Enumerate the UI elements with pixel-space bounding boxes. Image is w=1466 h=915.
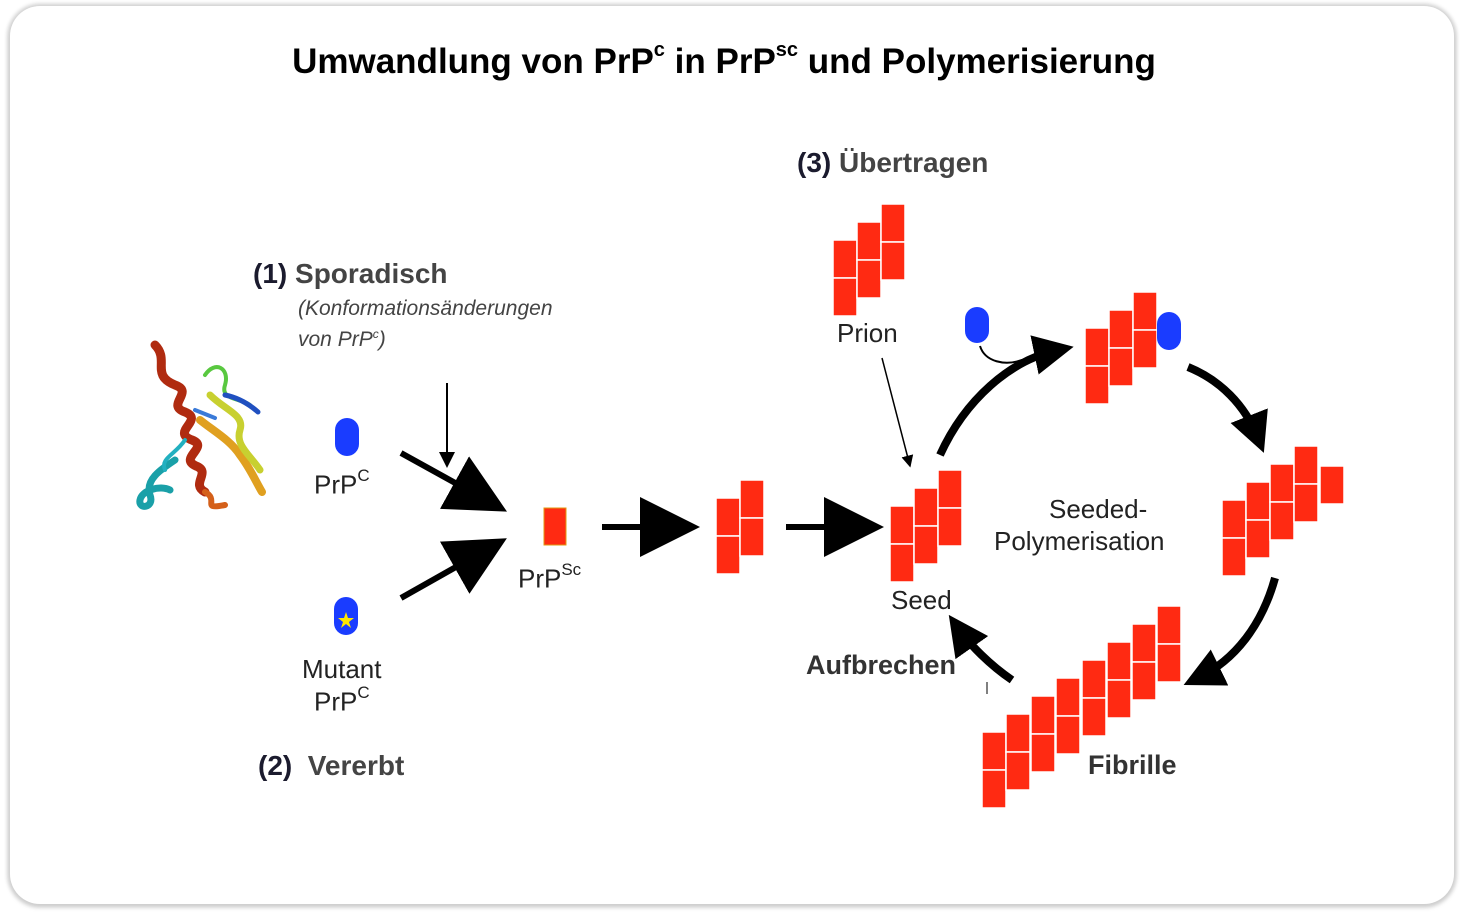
prpc-recruit-blob-icon	[965, 307, 989, 343]
seed-label: Seed	[891, 585, 952, 615]
prpsc-block-icon	[543, 507, 567, 546]
seeded-polymerisation-line1: Seeded-	[1049, 494, 1148, 524]
arrow-elongation-to-fibril	[1183, 576, 1279, 686]
sporadic-note-line2: von PrPc)	[298, 327, 386, 351]
prion-label: Prion	[837, 318, 898, 348]
sporadic-heading: (1) Sporadisch	[253, 258, 448, 289]
prpc-blob-icon	[335, 418, 359, 456]
elongated-aggregate-icon	[1221, 445, 1345, 577]
seeded-polymerisation-line2: Polymerisation	[994, 526, 1165, 556]
seed-aggregate-icon	[889, 469, 963, 583]
fibril-label: Fibrille	[1088, 750, 1177, 780]
inherited-heading: (2) Vererbt	[258, 750, 405, 781]
mutant-prpc-label: PrPC	[314, 683, 370, 717]
break-label: Aufbrechen	[806, 650, 957, 680]
growing-aggregate-icon	[1084, 291, 1158, 405]
arrow-prion-to-seed	[881, 357, 914, 468]
recruit-curve	[979, 345, 1023, 364]
prpc-label: PrPC	[314, 466, 370, 500]
mutant-prpc-blob-icon	[334, 597, 358, 635]
prpsc-label: PrPSc	[518, 560, 582, 594]
transmitted-heading: (3) Übertragen	[797, 147, 989, 178]
arrow-prpc-to-prpsc	[399, 450, 508, 512]
oligomer-icon	[715, 479, 765, 575]
arrow-fibril-break-to-seed	[948, 614, 1015, 684]
arrow-growth-to-elongation	[1186, 363, 1268, 453]
prion-aggregate-icon	[832, 203, 906, 317]
arrow-mutant-to-prpsc	[399, 538, 507, 601]
fibril-icon	[981, 605, 1182, 809]
bound-prpc-blob-icon	[1157, 312, 1181, 350]
arrow-seed-to-growth	[936, 335, 1074, 457]
slide-title: Umwandlung von PrPc in PrPsc und Polymer…	[292, 39, 1156, 81]
protein-structure-icon	[136, 340, 266, 510]
sporadic-note-line1: (Konformationsänderungen	[298, 297, 553, 320]
mutant-label: Mutant	[302, 654, 382, 684]
